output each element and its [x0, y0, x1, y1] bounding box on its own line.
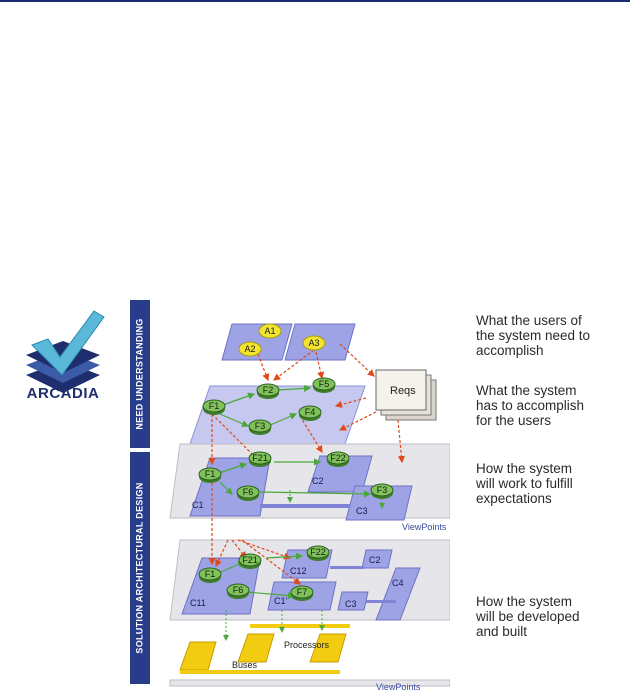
svg-text:F6: F6 — [233, 585, 244, 595]
svg-text:F3: F3 — [377, 485, 388, 495]
physical-component-label: C4 — [392, 578, 404, 588]
solution-architectural-design-band: SOLUTION ARCHITECTURAL DESIGN — [130, 452, 150, 684]
physical-component-label: C2 — [369, 555, 381, 565]
svg-text:F3: F3 — [255, 421, 266, 431]
logical-component-label-c3: C3 — [356, 506, 368, 516]
svg-text:A1: A1 — [264, 326, 275, 336]
svg-text:F21: F21 — [242, 555, 258, 565]
logical-function-f22: F22 — [326, 451, 350, 467]
viewpoints-label: ViewPoints — [402, 522, 447, 532]
physical-link — [330, 566, 364, 569]
physical-function-f1: F1 — [198, 567, 222, 583]
physical-component-label: C11 — [190, 598, 206, 608]
actor-node-a2: A2 — [238, 341, 262, 357]
svg-text:F1: F1 — [205, 569, 216, 579]
description-physical: How the system will be developed and bui… — [476, 594, 580, 639]
reqs-label: Reqs — [390, 385, 416, 397]
logical-function-f21: F21 — [248, 451, 272, 467]
logical-function-f3: F3 — [370, 483, 394, 499]
system-function-f3: F3 — [248, 419, 272, 435]
physical-component-c3 — [337, 591, 369, 611]
need-understanding-band: NEED UNDERSTANDING — [130, 300, 150, 448]
system-function-f5: F5 — [312, 377, 336, 393]
physical-function-f21: F21 — [238, 553, 262, 569]
requirements-documents: Reqs — [375, 369, 437, 421]
system-function-f2: F2 — [256, 383, 280, 399]
processor-rail — [250, 624, 350, 628]
logical-component-label-c1: C1 — [192, 500, 204, 510]
physical-function-f22: F22 — [306, 545, 330, 561]
svg-text:F22: F22 — [330, 453, 346, 463]
svg-text:F1: F1 — [209, 401, 220, 411]
svg-text:F22: F22 — [310, 547, 326, 557]
viewpoints-label-bottom: ViewPoints — [376, 682, 421, 692]
logo-wordmark: ARCADIA — [26, 385, 100, 402]
physical-component-label: C12 — [290, 566, 307, 576]
svg-text:A2: A2 — [244, 344, 255, 354]
processor-board — [237, 633, 275, 663]
description-system: What the system has to accomplish for th… — [476, 383, 585, 428]
processors-label: Processors — [284, 640, 330, 650]
svg-text:F2: F2 — [263, 385, 274, 395]
physical-function-f6: F6 — [226, 583, 250, 599]
logical-link — [260, 504, 350, 508]
processor-board — [309, 633, 347, 663]
actor-node-a1: A1 — [258, 323, 282, 339]
processor-board — [179, 641, 217, 671]
physical-component-label: C1' — [274, 596, 288, 606]
bus-rail — [180, 670, 340, 674]
arcadia-layers-diagram: Reqs ViewPoints Processors Buses ViewPoi… — [169, 323, 450, 692]
svg-text:F21: F21 — [252, 453, 268, 463]
actor-node-a3: A3 — [302, 335, 326, 351]
svg-text:F6: F6 — [243, 487, 254, 497]
svg-text:F7: F7 — [297, 587, 308, 597]
svg-text:A3: A3 — [308, 338, 319, 348]
description-operational: What the users of the system need to acc… — [476, 313, 591, 358]
svg-text:F4: F4 — [305, 407, 316, 417]
physical-link — [366, 600, 396, 603]
logical-function-f6: F6 — [236, 485, 260, 501]
top-rule — [0, 0, 630, 2]
system-function-f1: F1 — [202, 399, 226, 415]
physical-function-f7: F7 — [290, 585, 314, 601]
physical-component-label: C3 — [345, 599, 357, 609]
system-function-f4: F4 — [298, 405, 322, 421]
arcadia-logo — [26, 310, 105, 393]
physical-component-c2 — [361, 549, 393, 569]
svg-text:F1: F1 — [205, 469, 216, 479]
buses-label: Buses — [232, 660, 258, 670]
svg-text:F5: F5 — [319, 379, 330, 389]
logical-function-f1: F1 — [198, 467, 222, 483]
bottom-plane — [169, 679, 450, 687]
description-logical: How the system will work to fulfill expe… — [476, 461, 573, 506]
logical-component-label-c2: C2 — [312, 476, 324, 486]
